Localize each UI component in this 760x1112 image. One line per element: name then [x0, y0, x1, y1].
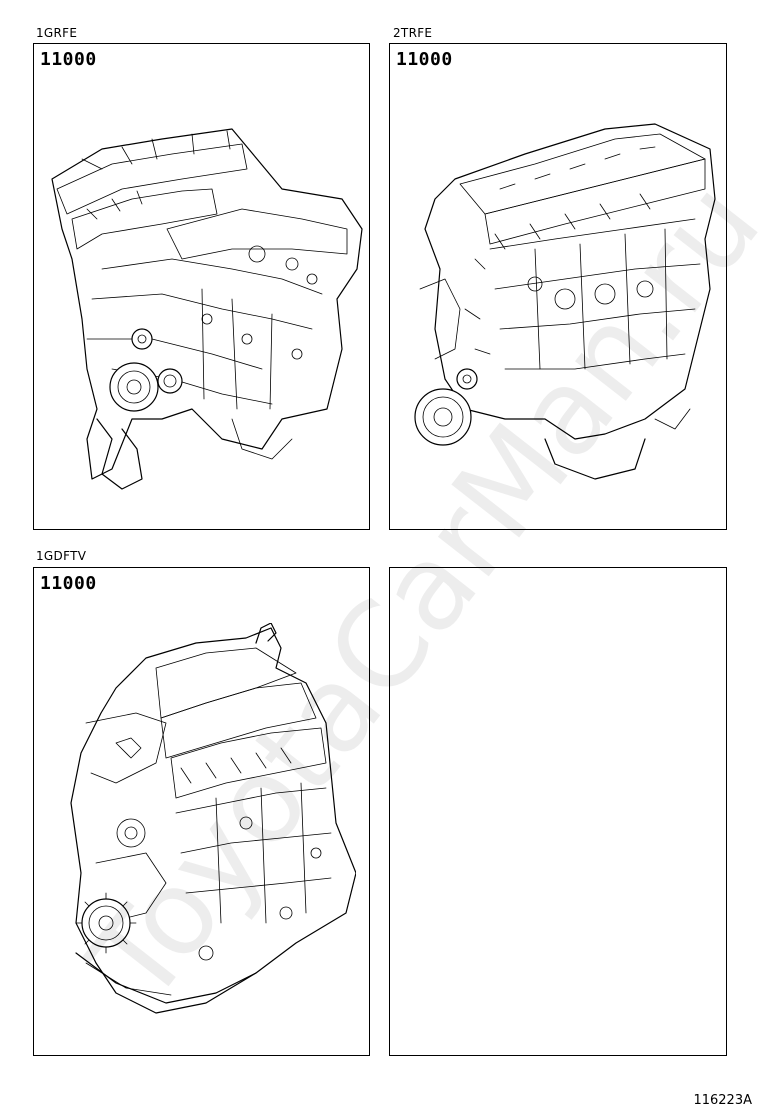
- part-number[interactable]: 11000: [40, 573, 97, 594]
- empty-parts-panel: [389, 567, 727, 1056]
- figure-code: 116223A: [693, 1093, 752, 1108]
- parts-panel-1grfe[interactable]: 11000: [33, 43, 370, 530]
- engine-code-label-1gdftv: 1GDFTV: [36, 549, 87, 563]
- diesel-engine-assembly-icon: [70, 623, 356, 1014]
- v6-engine-assembly-icon: [51, 128, 363, 490]
- part-number[interactable]: 11000: [396, 49, 453, 70]
- parts-panel-2trfe[interactable]: 11000: [389, 43, 727, 530]
- inline4-engine-assembly-icon: [414, 123, 716, 480]
- parts-panel-1gdftv[interactable]: 11000: [33, 567, 370, 1056]
- part-number[interactable]: 11000: [40, 49, 97, 70]
- engine-code-label-1grfe: 1GRFE: [36, 26, 78, 40]
- engine-code-label-2trfe: 2TRFE: [393, 26, 433, 40]
